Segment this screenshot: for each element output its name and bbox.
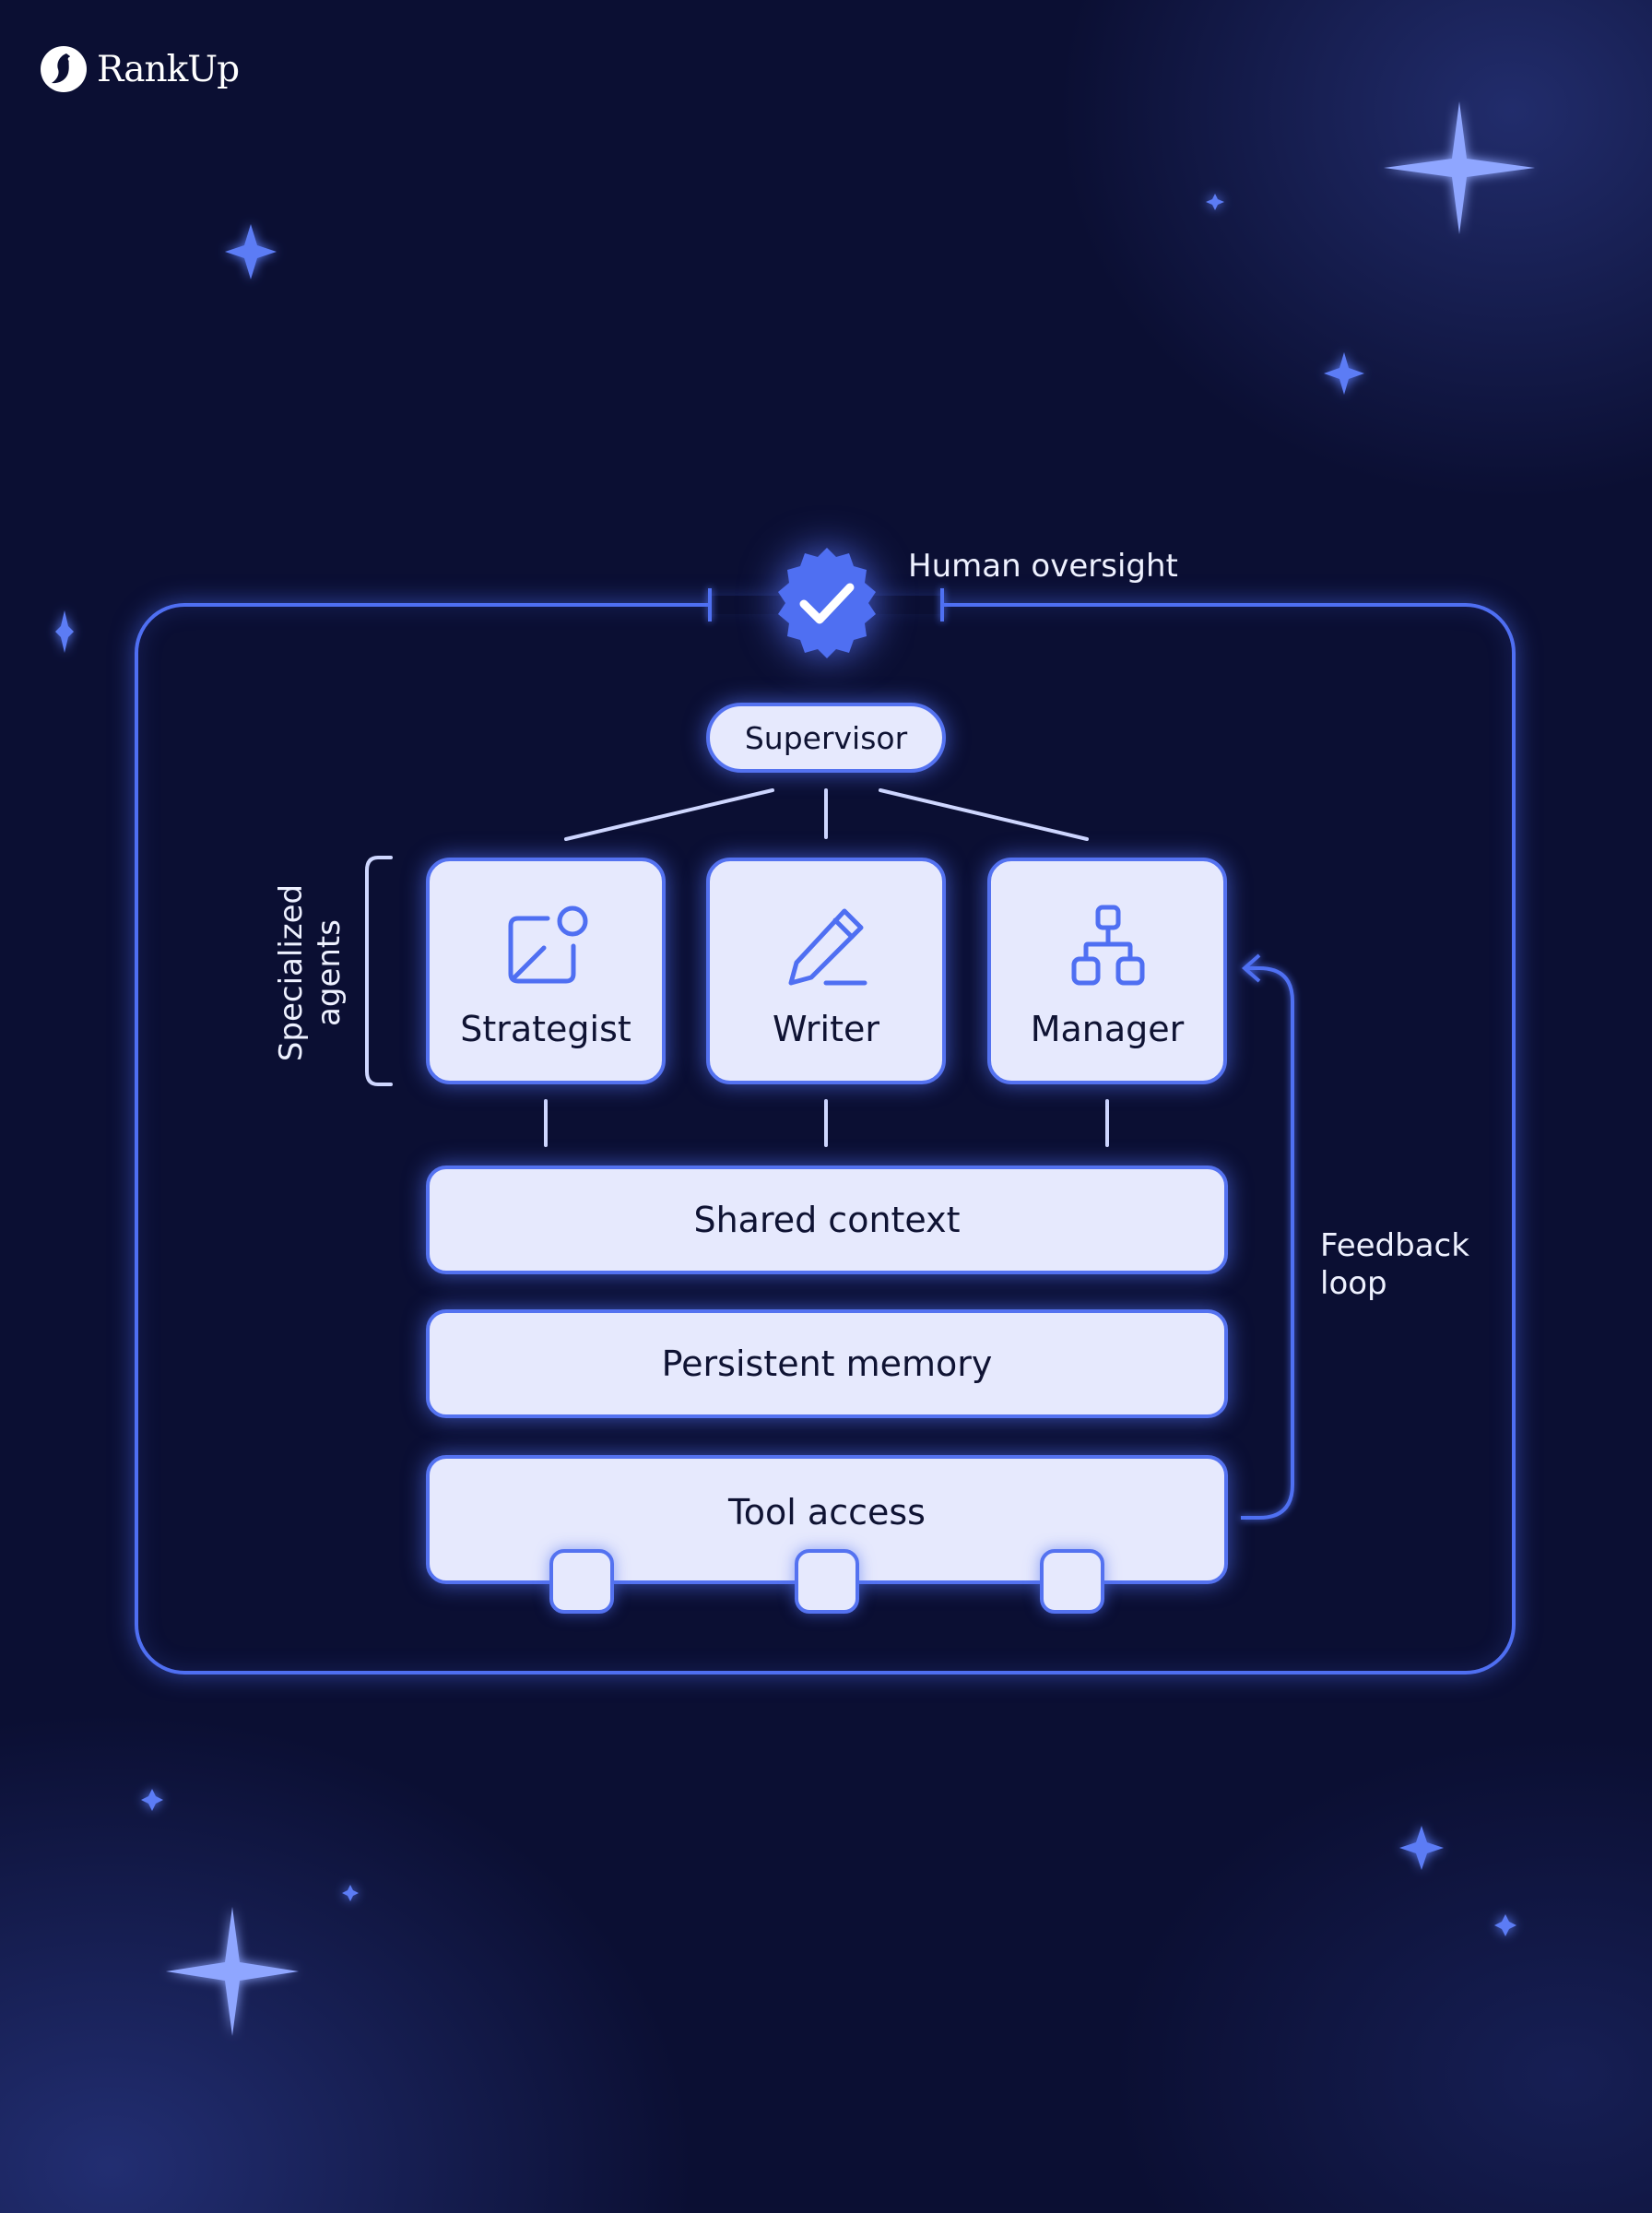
- sparkle-icon: [55, 610, 74, 653]
- sparkle-icon: [1206, 194, 1224, 210]
- sparkle-icon: [1494, 1914, 1516, 1936]
- sparkle-icon: [166, 1907, 299, 2036]
- brand-name: RankUp: [97, 48, 240, 90]
- agent-label: Strategist: [460, 1009, 631, 1049]
- hierarchy-icon: [1071, 905, 1145, 986]
- edit-image-icon: [508, 905, 588, 984]
- agent-writer: Writer: [706, 858, 946, 1084]
- agent-label: Manager: [1030, 1009, 1185, 1049]
- agent-label: Writer: [773, 1009, 879, 1049]
- sparkle-icon: [141, 1789, 163, 1811]
- human-oversight-label: Human oversight: [908, 548, 1178, 585]
- sparkle-icon: [1384, 101, 1535, 234]
- layer-persistent-memory: Persistent memory: [426, 1309, 1228, 1418]
- agent-strategist: Strategist: [426, 858, 666, 1084]
- sparkle-icon: [1324, 352, 1364, 395]
- tool-slot: [549, 1549, 614, 1614]
- brand-logo: RankUp: [40, 41, 240, 97]
- sparkle-icon: [342, 1885, 359, 1901]
- specialized-agents-label: Specialized agents: [273, 883, 348, 1062]
- pencil-icon: [788, 908, 867, 986]
- sparkle-icon: [225, 224, 277, 279]
- tool-slot: [1040, 1549, 1104, 1614]
- rankup-logo-icon: [41, 46, 87, 92]
- supervisor-node: Supervisor: [706, 703, 946, 773]
- feedback-loop-label: Feedback loop: [1320, 1227, 1469, 1302]
- agent-manager: Manager: [987, 858, 1227, 1084]
- sparkle-icon: [1399, 1826, 1444, 1870]
- verified-check-icon: [778, 548, 876, 658]
- layer-shared-context: Shared context: [426, 1166, 1228, 1274]
- tool-slot: [795, 1549, 859, 1614]
